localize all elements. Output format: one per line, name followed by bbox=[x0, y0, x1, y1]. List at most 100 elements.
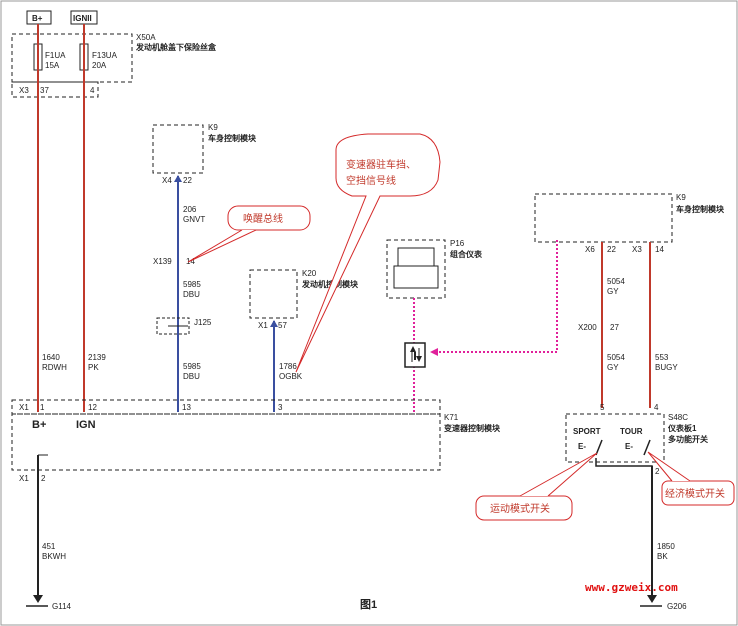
wire-dbu1-color: DBU bbox=[183, 290, 200, 299]
p16-body-icon bbox=[393, 265, 439, 289]
fuse2-name: F13UA bbox=[92, 51, 118, 60]
fusebox-connector-outline bbox=[11, 81, 99, 98]
s48c-title2: 多功能开关 bbox=[668, 434, 708, 444]
wire-gy1-color: GY bbox=[607, 287, 619, 296]
fusebox-id: X50A bbox=[136, 33, 156, 42]
fuse2-rating: 20A bbox=[92, 61, 107, 70]
s48c-pin-gnd: 2 bbox=[655, 467, 660, 476]
callout-eco-pointer bbox=[647, 451, 691, 482]
wire-bk-num: 1850 bbox=[657, 542, 675, 551]
wire-gnvt-num: 206 bbox=[183, 205, 197, 214]
wire-ogbk-num: 1786 bbox=[279, 362, 297, 371]
watermark: www.gzweix.com bbox=[585, 581, 678, 594]
k20-id: K20 bbox=[302, 269, 317, 278]
k9-right-module bbox=[534, 193, 673, 243]
wire-bkwh-color: BKWH bbox=[42, 552, 66, 561]
s48c-sport-label: SPORT bbox=[573, 427, 601, 436]
k71-bplus-label: B+ bbox=[32, 419, 46, 431]
tour-switch-contact bbox=[643, 439, 651, 456]
wire-bugy-num: 553 bbox=[655, 353, 669, 362]
wire-bkwh-num: 451 bbox=[42, 542, 56, 551]
x200-connector: X200 bbox=[578, 323, 597, 332]
j125-label: J125 bbox=[194, 318, 212, 327]
bplus-label: B+ bbox=[32, 14, 43, 23]
k71-gnd-pin: 2 bbox=[41, 474, 46, 483]
callout-wake-bus-pointer bbox=[187, 229, 257, 263]
s48c-pin-tour: 4 bbox=[654, 403, 659, 412]
k9-top-id: K9 bbox=[208, 123, 218, 132]
x139-pin: 14 bbox=[186, 257, 195, 266]
k71-gnd-connector: X1 bbox=[19, 474, 29, 483]
wire-wake-bus-arrow bbox=[174, 175, 182, 182]
k71-module bbox=[11, 413, 441, 471]
p16-module bbox=[386, 239, 446, 299]
wire-k9-p16-arrow bbox=[430, 348, 438, 356]
callout-wake-bus bbox=[227, 205, 311, 231]
k71-pin1: 1 bbox=[40, 403, 45, 412]
callout-sport-pointer bbox=[519, 452, 598, 497]
wire-dbu2-color: DBU bbox=[183, 372, 200, 381]
wire-dbu1-num: 5985 bbox=[183, 280, 201, 289]
k71-connector-outline bbox=[11, 399, 441, 415]
k9-top-module bbox=[152, 124, 204, 174]
k9-top-title: 车身控制模块 bbox=[208, 133, 257, 143]
wire-gy1-num: 5054 bbox=[607, 277, 625, 286]
figure-caption: 图1 bbox=[360, 598, 377, 611]
wire-bk-color: BK bbox=[657, 552, 668, 561]
sport-switch-icon: E- bbox=[578, 442, 586, 451]
wire-dbu2-num: 5985 bbox=[183, 362, 201, 371]
p16-display-icon bbox=[397, 247, 435, 267]
fuse1-rating: 15A bbox=[45, 61, 60, 70]
k71-pin12: 12 bbox=[88, 403, 97, 412]
k71-ign-label: IGN bbox=[76, 419, 96, 431]
fusebox-title: 发动机舱盖下保险丝盒 bbox=[135, 42, 217, 52]
fuse1-name: F1UA bbox=[45, 51, 66, 60]
k20-module bbox=[249, 269, 298, 319]
s48c-title1: 仪表板1 bbox=[667, 423, 697, 433]
wire-bugy-color: BUGY bbox=[655, 363, 678, 372]
k71-pin3: 3 bbox=[278, 403, 283, 412]
wire-gy2-color: GY bbox=[607, 363, 619, 372]
k9-top-connector: X4 bbox=[162, 176, 172, 185]
wire-gy2-num: 5054 bbox=[607, 353, 625, 362]
k9-top-pin: 22 bbox=[183, 176, 192, 185]
up-arrow-icon bbox=[410, 346, 416, 360]
k71-pin13: 13 bbox=[182, 403, 191, 412]
k20-pin: 57 bbox=[278, 321, 287, 330]
ign-label: IGNII bbox=[73, 14, 92, 23]
wire-rdwh-num: 1640 bbox=[42, 353, 60, 362]
callout-park-neutral bbox=[295, 133, 441, 373]
k9-right-pin1: 22 bbox=[607, 245, 616, 254]
k9-right-id: K9 bbox=[676, 193, 686, 202]
callout-eco bbox=[661, 480, 735, 506]
x139-connector: X139 bbox=[153, 257, 172, 266]
j125-outline bbox=[156, 317, 190, 335]
callout-wake-bus-text: 唤醒总线 bbox=[243, 212, 283, 225]
ground-right-label: G206 bbox=[667, 602, 687, 611]
callout-park-neutral-line1: 变速器驻车挡、 bbox=[346, 158, 416, 171]
k9-right-connector2: X3 bbox=[632, 245, 642, 254]
ground-right-arrow bbox=[647, 595, 657, 603]
k20-title: 发动机控制模块 bbox=[301, 279, 359, 289]
callout-sport-text: 运动模式开关 bbox=[490, 502, 550, 515]
s48c-id: S48C bbox=[668, 413, 688, 422]
p16-id: P16 bbox=[450, 239, 465, 248]
wire-gnvt-color: GNVT bbox=[183, 215, 205, 224]
p16-title: 组合仪表 bbox=[450, 249, 483, 259]
ground-left-label: G114 bbox=[52, 602, 72, 611]
ground-left-arrow bbox=[33, 595, 43, 603]
fusebox-connector: X3 bbox=[19, 86, 29, 95]
fusebox-pin2: 4 bbox=[90, 86, 95, 95]
k9-right-pin2: 14 bbox=[655, 245, 664, 254]
wire-pk-color: PK bbox=[88, 363, 99, 372]
k20-connector: X1 bbox=[258, 321, 268, 330]
wire-k9-p16 bbox=[432, 240, 558, 353]
s48c-tour-label: TOUR bbox=[620, 427, 643, 436]
k9-right-connector1: X6 bbox=[585, 245, 595, 254]
tour-switch-icon: E- bbox=[625, 442, 633, 451]
callout-park-neutral-line2: 空挡信号线 bbox=[346, 174, 396, 187]
down-arrow-icon bbox=[416, 356, 422, 362]
wire-ogbk-arrow bbox=[270, 320, 278, 327]
